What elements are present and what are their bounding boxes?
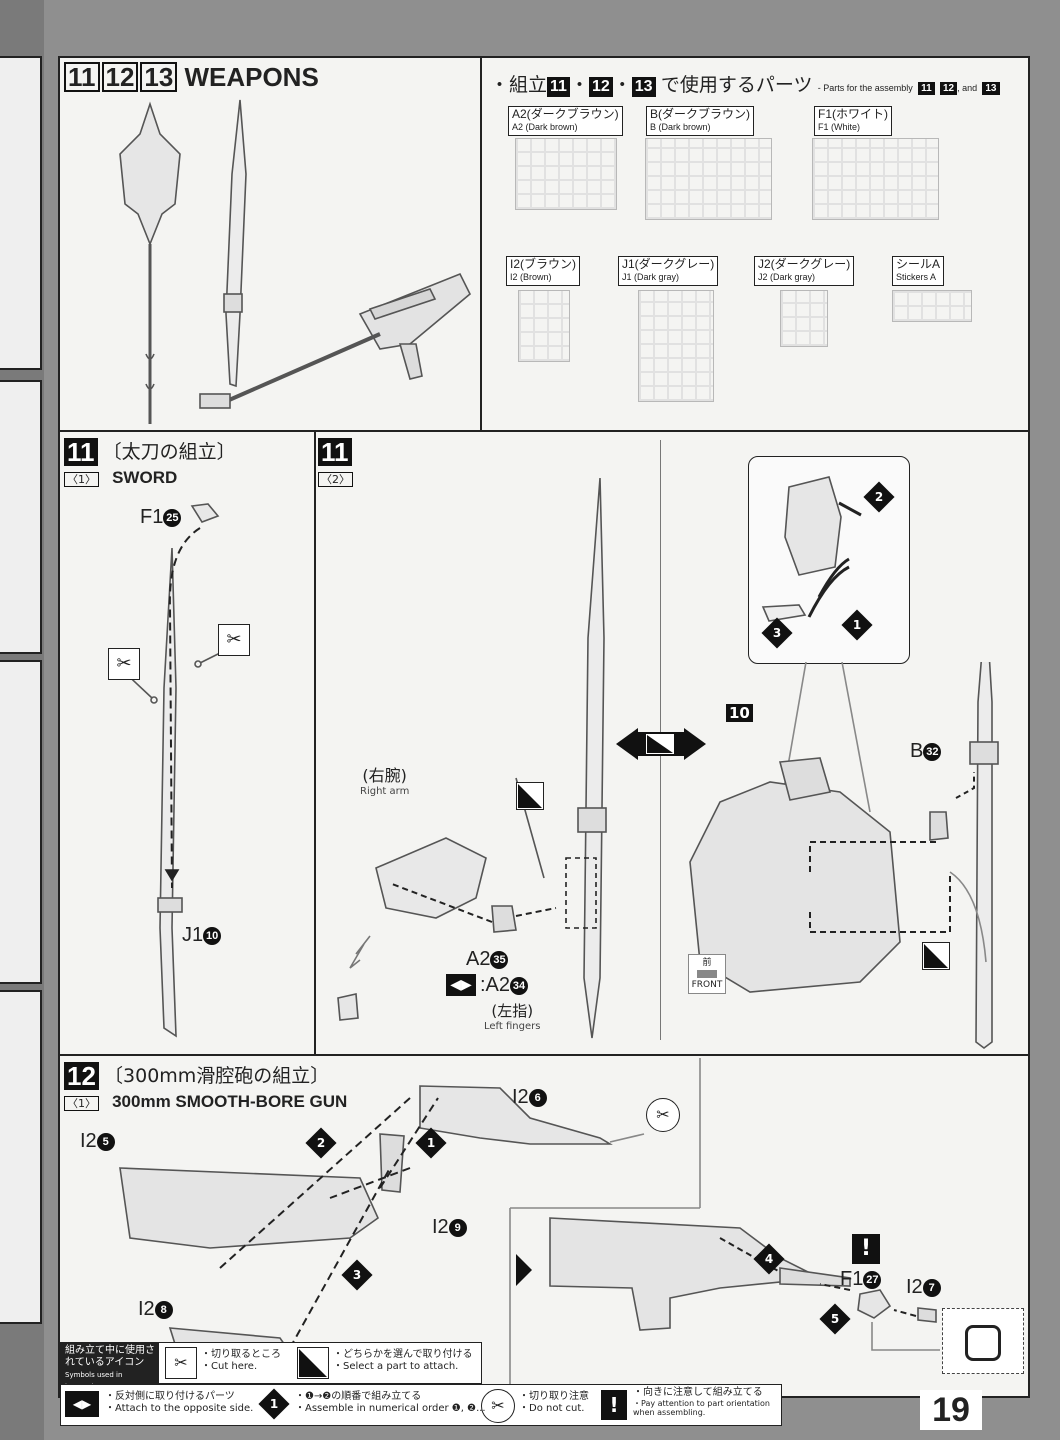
sword-assembly-diagram bbox=[119, 503, 231, 1038]
previous-page-panel bbox=[0, 990, 42, 1324]
step-11-2-header: 11 〈2〉 bbox=[318, 438, 353, 487]
sub-step-label: 〈1〉 bbox=[64, 472, 99, 487]
step-11-1-header: 11 〔太刀の組立〕 〈1〉 SWORD bbox=[64, 438, 236, 488]
step-title-en: 300mm SMOOTH-BORE GUN bbox=[112, 1092, 348, 1111]
step-order-icon: 5 bbox=[819, 1303, 851, 1335]
step-order-icon: 4 bbox=[753, 1243, 785, 1275]
step-12-header: 12 〔300mm滑腔砲の組立〕 〈1〉 300mm SMOOTH-BORE G… bbox=[64, 1062, 347, 1112]
part-orientation-detail bbox=[942, 1308, 1024, 1374]
step-title-jp: 〔太刀の組立〕 bbox=[102, 441, 236, 463]
select-part-icon bbox=[516, 782, 544, 810]
runner-tag-b: B(ダークブラウン)B (Dark brown) bbox=[646, 106, 754, 136]
previous-page-panel bbox=[0, 380, 42, 654]
right-arm-label: (右腕) Right arm bbox=[360, 766, 410, 797]
select-part-icon bbox=[922, 942, 950, 970]
opposite-side-icon: ◀▶ bbox=[446, 974, 476, 996]
orientation-warning-icon: ! bbox=[601, 1390, 627, 1420]
left-fingers-label: (左指) Left fingers bbox=[484, 1002, 541, 1032]
step-number: 11 bbox=[64, 438, 98, 466]
robot-sword-diagram bbox=[689, 662, 999, 1049]
weapons-overview-illustration bbox=[119, 99, 471, 424]
cut-here-icon: ✂ bbox=[218, 624, 250, 656]
step-number: 11 bbox=[318, 438, 352, 466]
runner-a2-image bbox=[515, 138, 617, 210]
sub-step-label: 〈2〉 bbox=[318, 472, 353, 487]
step-order-icon: 1 bbox=[841, 609, 873, 641]
page-title: WEAPONS bbox=[184, 62, 319, 92]
step-order-icon: 2 bbox=[305, 1127, 337, 1159]
step-11-box: 11 bbox=[64, 62, 100, 92]
runner-tag-j2: J2(ダークグレー)J2 (Dark gray) bbox=[754, 256, 855, 286]
symbols-legend-row2: ◀▶ ・反対側に取り付けるパーツ・Attach to the opposite … bbox=[60, 1384, 782, 1426]
previous-page-strip bbox=[0, 0, 44, 1440]
runner-tag-a2: A2(ダークブラウン)A2 (Dark brown) bbox=[508, 106, 623, 136]
opposite-side-icon: ◀▶ bbox=[65, 1391, 99, 1417]
reference-step-badge: 10 bbox=[726, 704, 753, 722]
runner-j2-image bbox=[780, 290, 828, 347]
sword-hand-diagram bbox=[337, 477, 607, 1039]
select-one-arrows-icon bbox=[616, 726, 706, 762]
step-13-box: 13 bbox=[140, 62, 178, 92]
do-not-cut-icon: ✂ bbox=[646, 1098, 680, 1132]
step-order-icon: 1 bbox=[415, 1127, 447, 1159]
front-indicator: 前 FRONT bbox=[688, 954, 726, 994]
step-order-icon: 1 bbox=[258, 1388, 290, 1420]
do-not-cut-icon: ✂ bbox=[481, 1389, 515, 1423]
step-title-en: SWORD bbox=[112, 468, 178, 487]
runner-f1-image bbox=[812, 138, 939, 220]
sticker-sheet-image bbox=[892, 290, 972, 322]
runner-tag-j1: J1(ダークグレー)J1 (Dark gray) bbox=[618, 256, 719, 286]
cut-here-icon: ✂ bbox=[108, 648, 140, 680]
runner-tag-f1: F1(ホワイト)F1 (White) bbox=[814, 106, 892, 136]
cut-here-icon: ✂ bbox=[165, 1347, 197, 1379]
previous-page-panel bbox=[0, 56, 42, 370]
runner-j1-image bbox=[638, 290, 714, 402]
runner-i2-image bbox=[518, 290, 570, 362]
orientation-warning-icon: ! bbox=[852, 1234, 880, 1264]
step-order-icon: 2 bbox=[863, 481, 895, 513]
step-title-jp: 〔300mm滑腔砲の組立〕 bbox=[104, 1065, 330, 1087]
step-number: 12 bbox=[64, 1062, 99, 1090]
sub-step-label: 〈1〉 bbox=[64, 1096, 99, 1111]
symbols-legend-row1: 組み立て中に使用されているアイコン Symbols used in instru… bbox=[60, 1342, 482, 1391]
runner-tag-i2: I2(ブラウン)I2 (Brown) bbox=[506, 256, 581, 286]
gun-assembly-diagram bbox=[119, 1058, 940, 1398]
step-order-icon: 3 bbox=[341, 1259, 373, 1291]
runner-b-image bbox=[645, 138, 772, 220]
select-part-icon bbox=[297, 1347, 329, 1379]
page-number: 19 bbox=[920, 1390, 982, 1430]
step-order-icon: 3 bbox=[761, 617, 793, 649]
previous-page-panel bbox=[0, 660, 42, 984]
step-12-box: 12 bbox=[101, 62, 139, 92]
